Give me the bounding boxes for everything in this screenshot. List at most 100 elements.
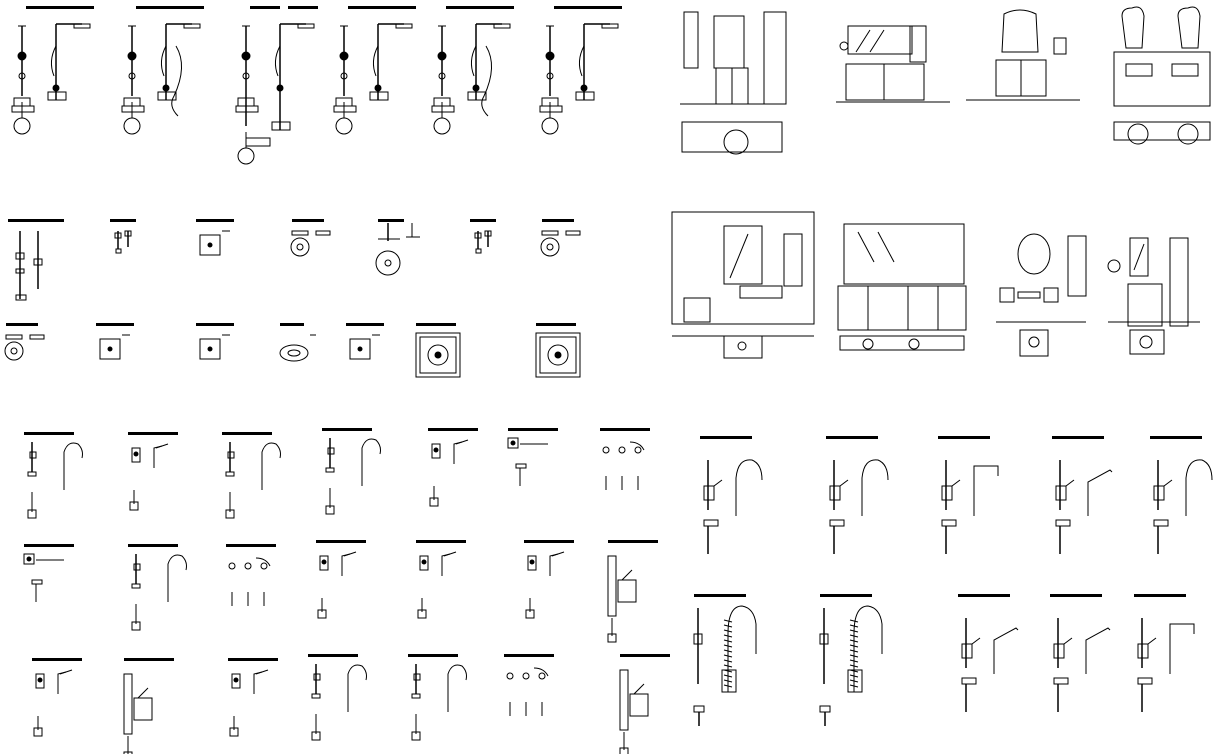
title-underline bbox=[1052, 436, 1104, 439]
kitchen-faucet-5 bbox=[1150, 436, 1212, 554]
title-underline bbox=[1134, 594, 1186, 597]
title-underline bbox=[308, 654, 358, 657]
title-underline bbox=[484, 6, 514, 9]
title-underline bbox=[608, 540, 658, 543]
title-underline bbox=[196, 323, 234, 326]
square-rain-panel-part bbox=[96, 323, 134, 359]
title-underline bbox=[378, 219, 404, 222]
shower-parts-row-2 bbox=[5, 323, 580, 377]
title-underline bbox=[592, 6, 622, 9]
basin-faucet-10 bbox=[226, 544, 276, 606]
basin-faucet-7 bbox=[600, 428, 650, 490]
round-drain-part bbox=[5, 323, 44, 360]
title-underline bbox=[958, 594, 1010, 597]
title-underline bbox=[620, 654, 670, 657]
title-underline bbox=[938, 436, 990, 439]
bathroom-vanities-group bbox=[672, 7, 1210, 358]
shower-column-4 bbox=[334, 6, 416, 134]
twin-valve-part bbox=[470, 219, 496, 253]
vanity-5 bbox=[672, 212, 814, 358]
shower-column-6 bbox=[540, 6, 622, 134]
basin-faucet-5 bbox=[428, 428, 478, 506]
title-underline bbox=[288, 6, 318, 9]
title-underline bbox=[196, 219, 234, 222]
basin-faucet-21 bbox=[620, 654, 670, 754]
title-underline bbox=[386, 6, 416, 9]
small-box-part bbox=[346, 323, 384, 359]
oval-mixer-part bbox=[280, 323, 316, 361]
title-underline bbox=[64, 6, 94, 9]
title-underline bbox=[292, 219, 324, 222]
title-underline bbox=[700, 436, 752, 439]
jet-panel-part bbox=[536, 323, 580, 377]
basin-faucet-6 bbox=[508, 428, 558, 486]
head-shower-round-part bbox=[291, 219, 330, 256]
shower-column-1 bbox=[12, 6, 94, 134]
title-underline bbox=[222, 432, 272, 435]
title-underline bbox=[600, 428, 650, 431]
title-underline bbox=[110, 219, 136, 222]
vanity-3 bbox=[966, 10, 1080, 100]
kitchen-faucet-9 bbox=[1050, 594, 1110, 712]
title-underline bbox=[504, 654, 554, 657]
title-underline bbox=[174, 6, 204, 9]
title-underline bbox=[1050, 594, 1102, 597]
title-underline bbox=[346, 323, 384, 326]
title-underline bbox=[1150, 436, 1202, 439]
vanity-7 bbox=[996, 234, 1086, 356]
title-underline bbox=[124, 658, 174, 661]
kitchen-faucet-1 bbox=[700, 436, 762, 554]
title-underline bbox=[128, 544, 178, 547]
basin-faucet-13 bbox=[524, 540, 574, 618]
kitchen-faucets-group bbox=[694, 436, 1212, 726]
vanity-2 bbox=[836, 26, 950, 102]
kitchen-faucet-2 bbox=[826, 436, 888, 554]
shower-column-5 bbox=[432, 6, 514, 134]
basin-faucet-8 bbox=[24, 544, 74, 602]
title-underline bbox=[26, 6, 66, 9]
title-underline bbox=[6, 323, 38, 326]
shower-column-2 bbox=[122, 6, 204, 134]
basin-faucet-19 bbox=[408, 654, 467, 740]
basin-faucet-11 bbox=[316, 540, 366, 618]
title-underline bbox=[470, 219, 496, 222]
slide-bar-part bbox=[8, 219, 64, 300]
overhead-shower-part bbox=[376, 219, 420, 275]
vanity-8 bbox=[1108, 238, 1200, 354]
title-underline bbox=[8, 219, 64, 222]
kitchen-faucet-10 bbox=[1134, 594, 1194, 712]
basin-faucet-3 bbox=[222, 432, 281, 518]
basin-faucet-9 bbox=[128, 544, 187, 630]
title-underline bbox=[694, 594, 746, 597]
title-underline bbox=[416, 540, 466, 543]
basin-faucet-20 bbox=[504, 654, 554, 716]
title-underline bbox=[428, 428, 478, 431]
basin-faucet-2 bbox=[128, 432, 178, 510]
title-underline bbox=[348, 6, 388, 9]
hand-shower-part bbox=[110, 219, 136, 253]
basin-faucet-14 bbox=[608, 540, 658, 642]
kitchen-faucet-7 bbox=[820, 594, 882, 726]
basin-faucet-18 bbox=[308, 654, 367, 740]
title-underline bbox=[24, 544, 74, 547]
vanity-4 bbox=[1114, 7, 1210, 144]
kitchen-faucet-8 bbox=[958, 594, 1018, 712]
basin-faucet-17 bbox=[228, 658, 278, 736]
title-underline bbox=[280, 323, 304, 326]
title-underline bbox=[446, 6, 486, 9]
kitchen-faucet-4 bbox=[1052, 436, 1112, 554]
title-underline bbox=[408, 654, 458, 657]
title-underline bbox=[32, 658, 82, 661]
shower-columns-group bbox=[12, 6, 622, 164]
title-underline bbox=[228, 658, 278, 661]
title-underline bbox=[24, 432, 74, 435]
kitchen-faucet-3 bbox=[938, 436, 998, 554]
vanity-1 bbox=[680, 12, 786, 154]
title-underline bbox=[322, 428, 372, 431]
basin-faucets-group bbox=[24, 428, 670, 754]
title-underline bbox=[316, 540, 366, 543]
basin-faucet-15 bbox=[32, 658, 82, 736]
title-underline bbox=[542, 219, 574, 222]
